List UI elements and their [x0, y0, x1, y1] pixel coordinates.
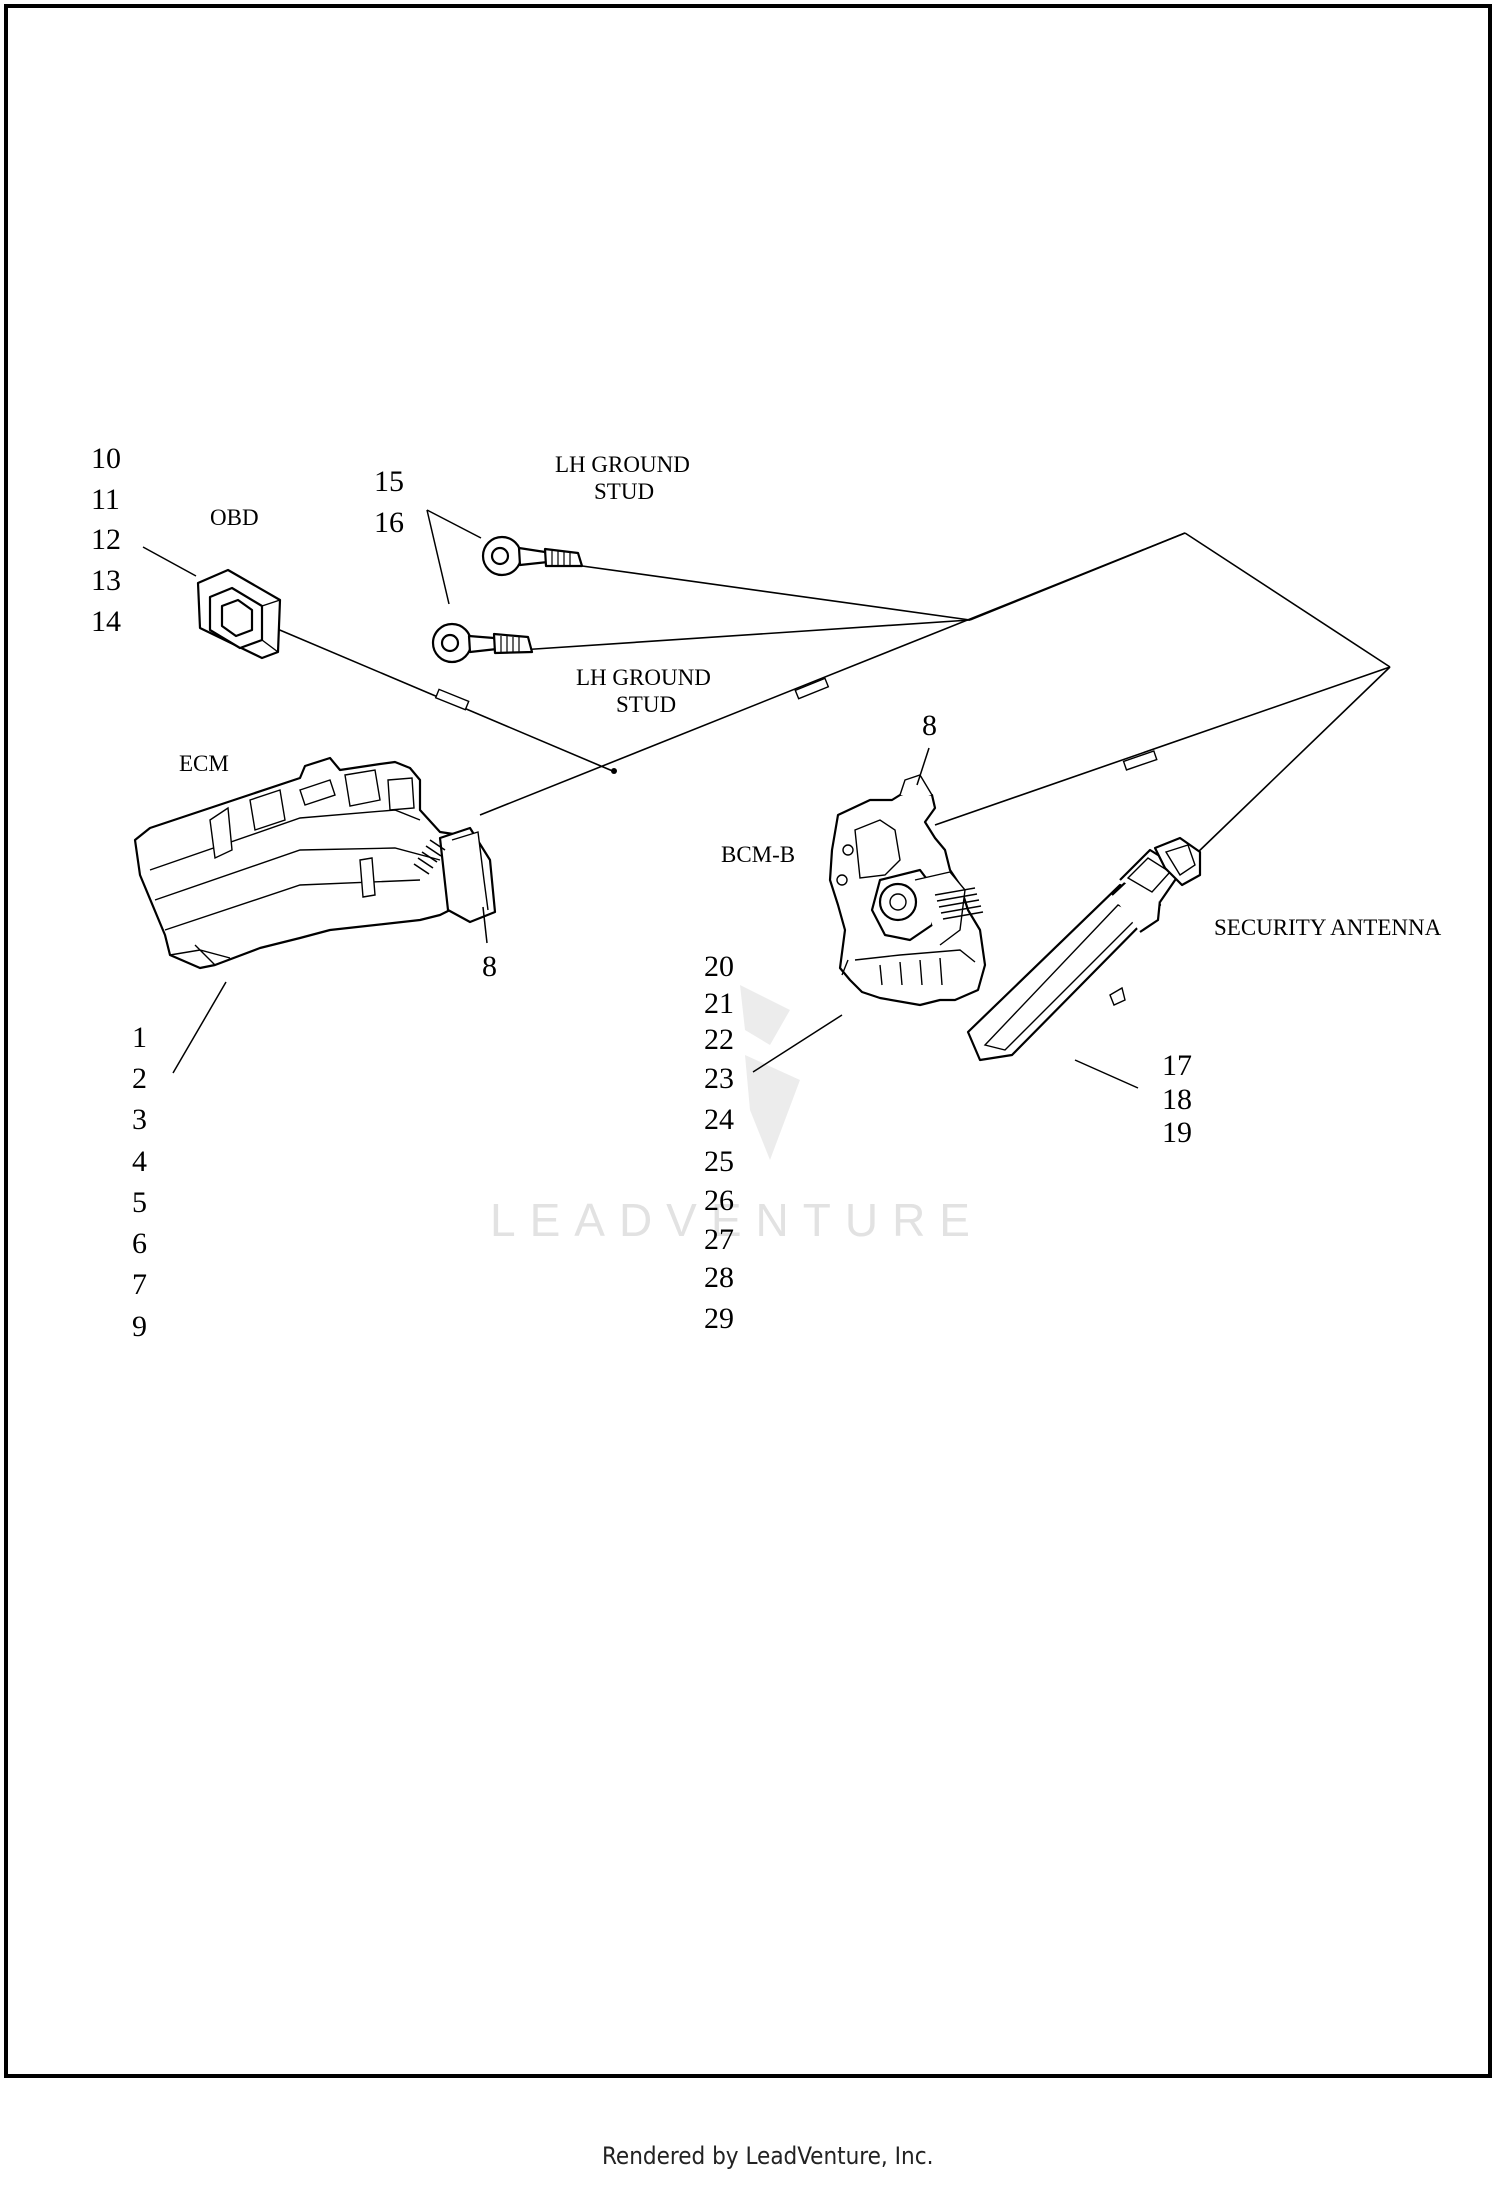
callout-8-ecm: 8	[482, 950, 497, 983]
footer-credit: Rendered by LeadVenture, Inc.	[602, 2142, 933, 2170]
callout-21: 21	[704, 987, 734, 1020]
callout-20: 20	[704, 950, 734, 983]
ground-stud-lower-label-line2: STUD	[616, 692, 676, 717]
callout-17: 17	[1162, 1049, 1192, 1082]
callout-26: 26	[704, 1184, 734, 1217]
bcm-label: BCM-B	[721, 842, 795, 867]
splice-left	[434, 688, 470, 711]
callout-28: 28	[704, 1261, 734, 1294]
ground-stud-upper-label-line2: STUD	[594, 479, 654, 504]
callout-5: 5	[132, 1186, 147, 1219]
callout-19: 19	[1162, 1116, 1192, 1149]
leader-lines	[142, 509, 1139, 1089]
callout-6: 6	[132, 1227, 147, 1260]
callout-14: 14	[91, 605, 121, 638]
diagram-frame	[4, 4, 1492, 2078]
security-antenna	[966, 836, 1202, 1062]
callout-13: 13	[91, 564, 121, 597]
callout-8-bcm: 8	[922, 709, 937, 742]
callout-23: 23	[704, 1062, 734, 1095]
ring-terminal-lower	[431, 622, 534, 664]
wire-harness	[274, 532, 1391, 856]
ground-stud-upper-label-line1: LH GROUND	[555, 452, 690, 477]
callout-22: 22	[704, 1023, 734, 1056]
callout-25: 25	[704, 1145, 734, 1178]
callout-11: 11	[91, 483, 120, 516]
splice-middle	[794, 677, 830, 700]
ground-stud-lower-label-line1: LH GROUND	[576, 665, 711, 690]
watermark: LEADVENTURE	[490, 985, 984, 1246]
watermark-text: LEADVENTURE	[490, 1194, 984, 1246]
ring-terminal-upper	[481, 535, 584, 577]
ecm-module	[133, 756, 497, 970]
callout-3: 3	[132, 1103, 147, 1136]
callout-1: 1	[132, 1021, 147, 1054]
obd-connector	[196, 568, 282, 660]
callout-29: 29	[704, 1302, 734, 1335]
callout-12: 12	[91, 523, 121, 556]
callout-16: 16	[374, 506, 404, 539]
callout-7: 7	[132, 1268, 147, 1301]
callout-24: 24	[704, 1103, 734, 1136]
ecm-label: ECM	[179, 751, 229, 776]
obd-label: OBD	[210, 505, 259, 530]
callout-9: 9	[132, 1310, 147, 1343]
bcm-module	[828, 774, 987, 1007]
callout-27: 27	[704, 1223, 734, 1256]
security-antenna-label: SECURITY ANTENNA	[1214, 915, 1442, 940]
callout-10: 10	[91, 442, 121, 475]
callout-2: 2	[132, 1062, 147, 1095]
callout-18: 18	[1162, 1083, 1192, 1116]
callout-4: 4	[132, 1145, 147, 1178]
callout-15: 15	[374, 465, 404, 498]
splice-right	[1122, 750, 1158, 771]
